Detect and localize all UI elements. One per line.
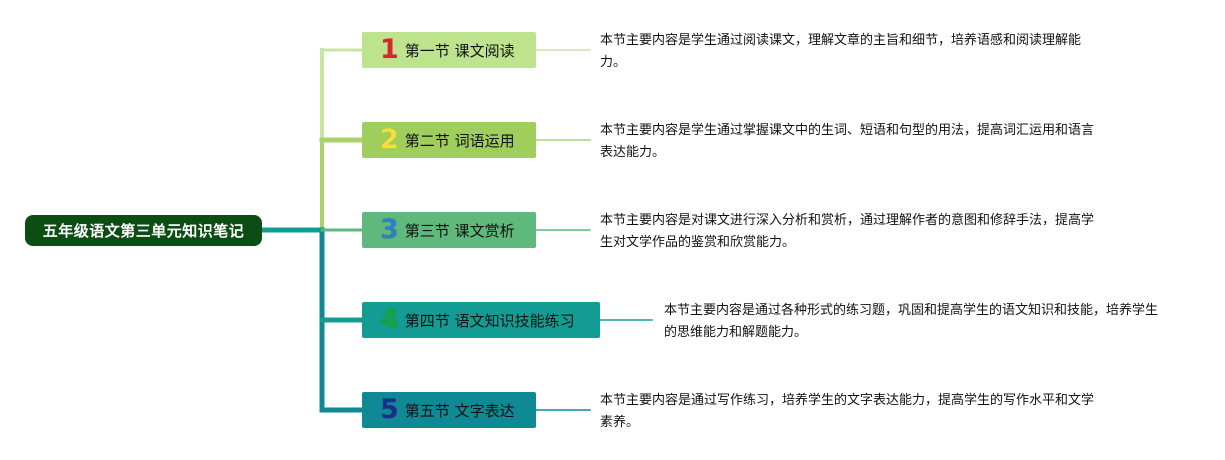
- section-number-icon: 4: [380, 304, 399, 335]
- section-title: 第三节 课文赏析: [404, 221, 515, 240]
- section-title: 第五节 文字表达: [404, 401, 515, 420]
- section-node-4[interactable]: 4 第四节 语文知识技能练习: [362, 302, 600, 338]
- section-description-4: 本节主要内容是通过各种形式的练习题，巩固和提高学生的语文知识和技能，培养学生的思…: [664, 303, 1159, 340]
- section-node-3[interactable]: 3 第三节 课文赏析: [362, 212, 536, 248]
- section-description-5: 本节主要内容是通过写作练习，培养学生的文字表达能力，提高学生的写作水平和文学素养…: [600, 393, 1095, 430]
- section-description-3: 本节主要内容是对课文进行深入分析和赏析，通过理解作者的意图和修辞手法，提高学生对…: [600, 213, 1095, 250]
- root-topic[interactable]: 五年级语文第三单元知识笔记: [25, 215, 262, 246]
- section-description-2: 本节主要内容是学生通过掌握课文中的生词、短语和句型的用法，提高词汇运用和语言表达…: [600, 123, 1095, 160]
- section-number-icon: 5: [380, 394, 399, 425]
- section-node-1[interactable]: 1 第一节 课文阅读: [362, 32, 536, 68]
- section-title: 第四节 语文知识技能练习: [404, 311, 575, 330]
- section-node-5[interactable]: 5 第五节 文字表达: [362, 392, 536, 428]
- section-title: 第二节 词语运用: [404, 131, 515, 150]
- section-description-1: 本节主要内容是学生通过阅读课文，理解文章的主旨和细节，培养语感和阅读理解能力。: [600, 33, 1082, 70]
- section-node-2[interactable]: 2 第二节 词语运用: [362, 122, 536, 158]
- section-number-icon: 2: [380, 124, 399, 155]
- section-number-icon: 1: [380, 34, 399, 65]
- section-title: 第一节 课文阅读: [404, 41, 515, 60]
- section-number-icon: 3: [380, 214, 399, 245]
